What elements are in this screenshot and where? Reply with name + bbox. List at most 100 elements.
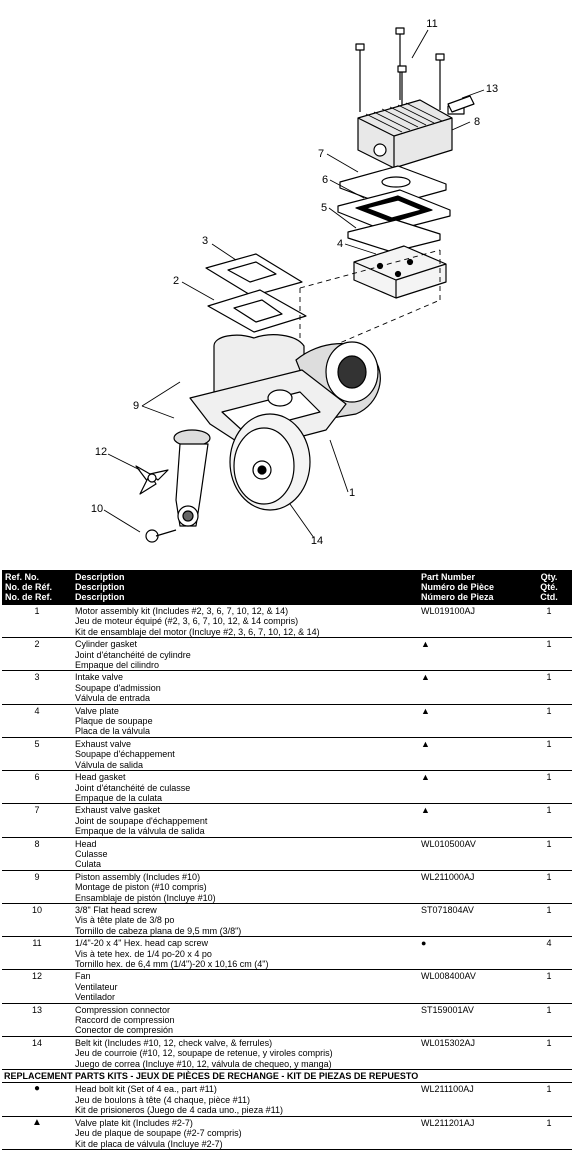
description-es: Kit de ensamblaje del motor (Incluye #2,… [75,626,320,637]
description-fr: Jeu de boulons à tête (4 chaque, pièce #… [75,1094,250,1105]
fan [135,465,169,495]
description-en: Valve plate kit (Includes #2-7) [75,1117,193,1128]
kits-section-title: REPLACEMENT PARTS KITS - JEUX DE PIÈCES … [2,1069,572,1084]
table-header-row: Ref. No. No. de Réf. No. de Ref. Descrip… [2,570,572,605]
part-number-cell: WL015302AJ [418,1036,526,1071]
header-ref-fr: No. de Réf. [5,582,53,592]
description-fr: Soupape d'admission [75,682,161,693]
header-ref-en: Ref. No. [5,572,40,582]
description-en: Intake valve [75,672,124,683]
part-number-cell: ▲ [418,803,526,838]
ref-number-cell: 12 [2,969,72,1004]
description-en: Motor assembly kit (Includes #2, 3, 6, 7… [75,606,289,616]
part-number-cell: ▲ [418,737,526,772]
belt-pulley [229,413,311,511]
description-cell: Belt kit (Includes #10, 12, check valve,… [72,1036,418,1071]
kit-row: ▲Valve plate kit (Includes #2-7)Jeu de p… [2,1116,572,1150]
description-en: Head gasket [75,772,126,783]
flat-head-screw [145,529,177,543]
description-es: Tornillo de cabeza plana de 9,5 mm (3/8"… [75,925,242,936]
ref-number-cell: 10 [2,903,72,938]
description-es: Empaque del cilindro [75,660,160,671]
description-cell: Valve plate kit (Includes #2-7)Jeu de pl… [72,1116,418,1150]
header-pn-es: Número de Pieza [421,592,494,602]
part-number-cell: ▲ [418,670,526,705]
description-fr: Joint d'étanchéité de cylindre [75,649,191,660]
description-fr: Vis à tête plate de 3/8 po [75,915,175,926]
description-en: Head [75,838,97,849]
compression-connector [447,95,475,113]
description-es: Empaque de la válvula de salida [75,826,205,837]
parts-list-table: Ref. No. No. de Réf. No. de Ref. Descrip… [2,570,572,1150]
description-fr: Joint de soupape d'échappement [75,815,208,826]
header-desc-en: Description [75,572,125,582]
quantity-cell: 1 [526,1082,572,1117]
quantity-cell: 1 [526,1003,572,1037]
quantity-cell: 1 [526,969,572,1004]
description-en: Compression connector [75,1004,171,1015]
header-pn-en: Part Number [421,572,476,582]
callout-7: 7 [318,148,324,160]
part-number-cell: WL211000AJ [418,870,526,904]
description-fr: Raccord de compression [75,1015,175,1026]
description-fr: Jeu de plaque de soupape (#2-7 compris) [75,1128,242,1139]
description-es: Kit de placa de válvula (Incluye #2-7) [75,1138,223,1149]
description-fr: Vis à tete hex. de 1/4 po-20 x 4 po [75,948,212,959]
callout-8: 8 [474,116,480,128]
quantity-cell: 1 [526,737,572,772]
quantity-cell: 4 [526,936,572,971]
callout-10: 10 [91,503,103,515]
exhaust-valve [347,219,441,253]
header-ref: Ref. No. No. de Réf. No. de Ref. [2,570,72,605]
quantity-cell: 1 [526,870,572,904]
piston-assembly [173,429,211,527]
header-desc-es: Description [75,592,125,602]
ref-number-cell: 1 [2,605,72,639]
description-cell: Head bolt kit (Set of 4 ea., part #11)Je… [72,1082,418,1117]
part-number-cell: ST071804AV [418,903,526,938]
description-en: Valve plate [75,705,119,716]
ref-number-cell: 6 [2,770,72,805]
exhaust-valve-gasket [339,165,447,207]
part-number-cell: ▲ [418,770,526,805]
ref-number-cell: ▲ [2,1116,72,1150]
ref-number-cell: 3 [2,670,72,705]
kit-rows: REPLACEMENT PARTS KITS - JEUX DE PIÈCES … [2,1069,572,1150]
ref-number-cell: 4 [2,704,72,738]
ref-number-cell: 8 [2,837,72,871]
header-description: Description Description Description [72,570,418,605]
header-qty-fr: Qté. [540,582,558,592]
description-es: Empaque de la culata [75,792,163,803]
part-number-cell: ● [418,936,526,971]
description-es: Ensamblaje de pistón (Incluye #10) [75,892,216,903]
quantity-cell: 1 [526,670,572,705]
quantity-cell: 1 [526,1116,572,1150]
exploded-parts-diagram: 11 13 8 7 6 5 4 3 2 9 12 1 10 14 [91,18,498,547]
quantity-cell: 1 [526,803,572,838]
header-desc-fr: Description [75,582,125,592]
quantity-cell: 1 [526,837,572,871]
part-number-cell: ▲ [418,704,526,738]
callout-9: 9 [133,400,139,412]
description-es: Válvula de salida [75,759,144,770]
description-fr: Montage de piston (#10 compris) [75,882,207,893]
description-es: Tornillo hex. de 6,4 mm (1/4")-20 x 10,1… [75,959,269,969]
ref-number-cell: 5 [2,737,72,772]
description-fr: Joint d'étanchéité de culasse [75,782,191,793]
description-fr: Culasse [75,848,108,859]
